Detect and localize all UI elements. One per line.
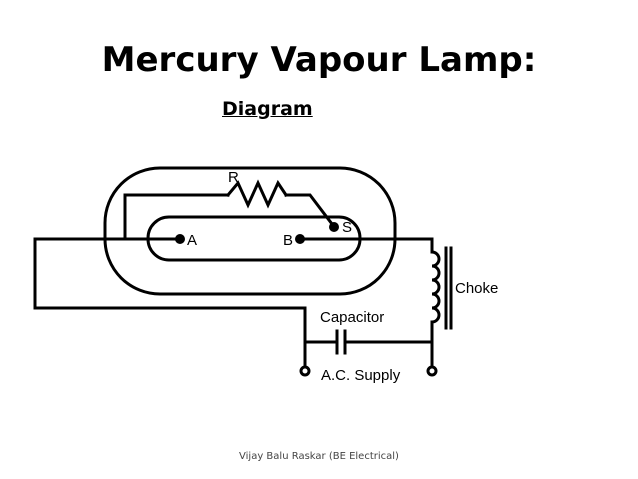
supply-terminal-left	[299, 365, 311, 377]
resistor-wire-right	[284, 193, 335, 227]
electrode-a-label: A	[187, 232, 197, 249]
left-return-wire	[33, 237, 307, 310]
resistor-wire-left	[123, 193, 230, 238]
supply-label: A.C. Supply	[321, 367, 401, 384]
slide-subtitle: Diagram	[222, 98, 313, 120]
choke-label: Choke	[455, 280, 498, 297]
slide-footer: Vijay Balu Raskar (BE Electrical)	[239, 451, 399, 462]
slide-title: Mercury Vapour Lamp:	[101, 40, 537, 80]
starter-dot	[329, 222, 339, 232]
electrode-b-dot	[295, 234, 305, 244]
electrode-a-dot	[175, 234, 185, 244]
electrode-b-label: B	[283, 232, 293, 249]
resistor-label: R	[228, 169, 239, 186]
outer-bulb	[103, 166, 397, 296]
starter-label: S	[342, 219, 352, 236]
supply-terminal-right	[426, 365, 438, 377]
choke-coil	[430, 237, 441, 330]
capacitor-label: Capacitor	[320, 309, 384, 326]
resistor-symbol	[225, 179, 289, 209]
